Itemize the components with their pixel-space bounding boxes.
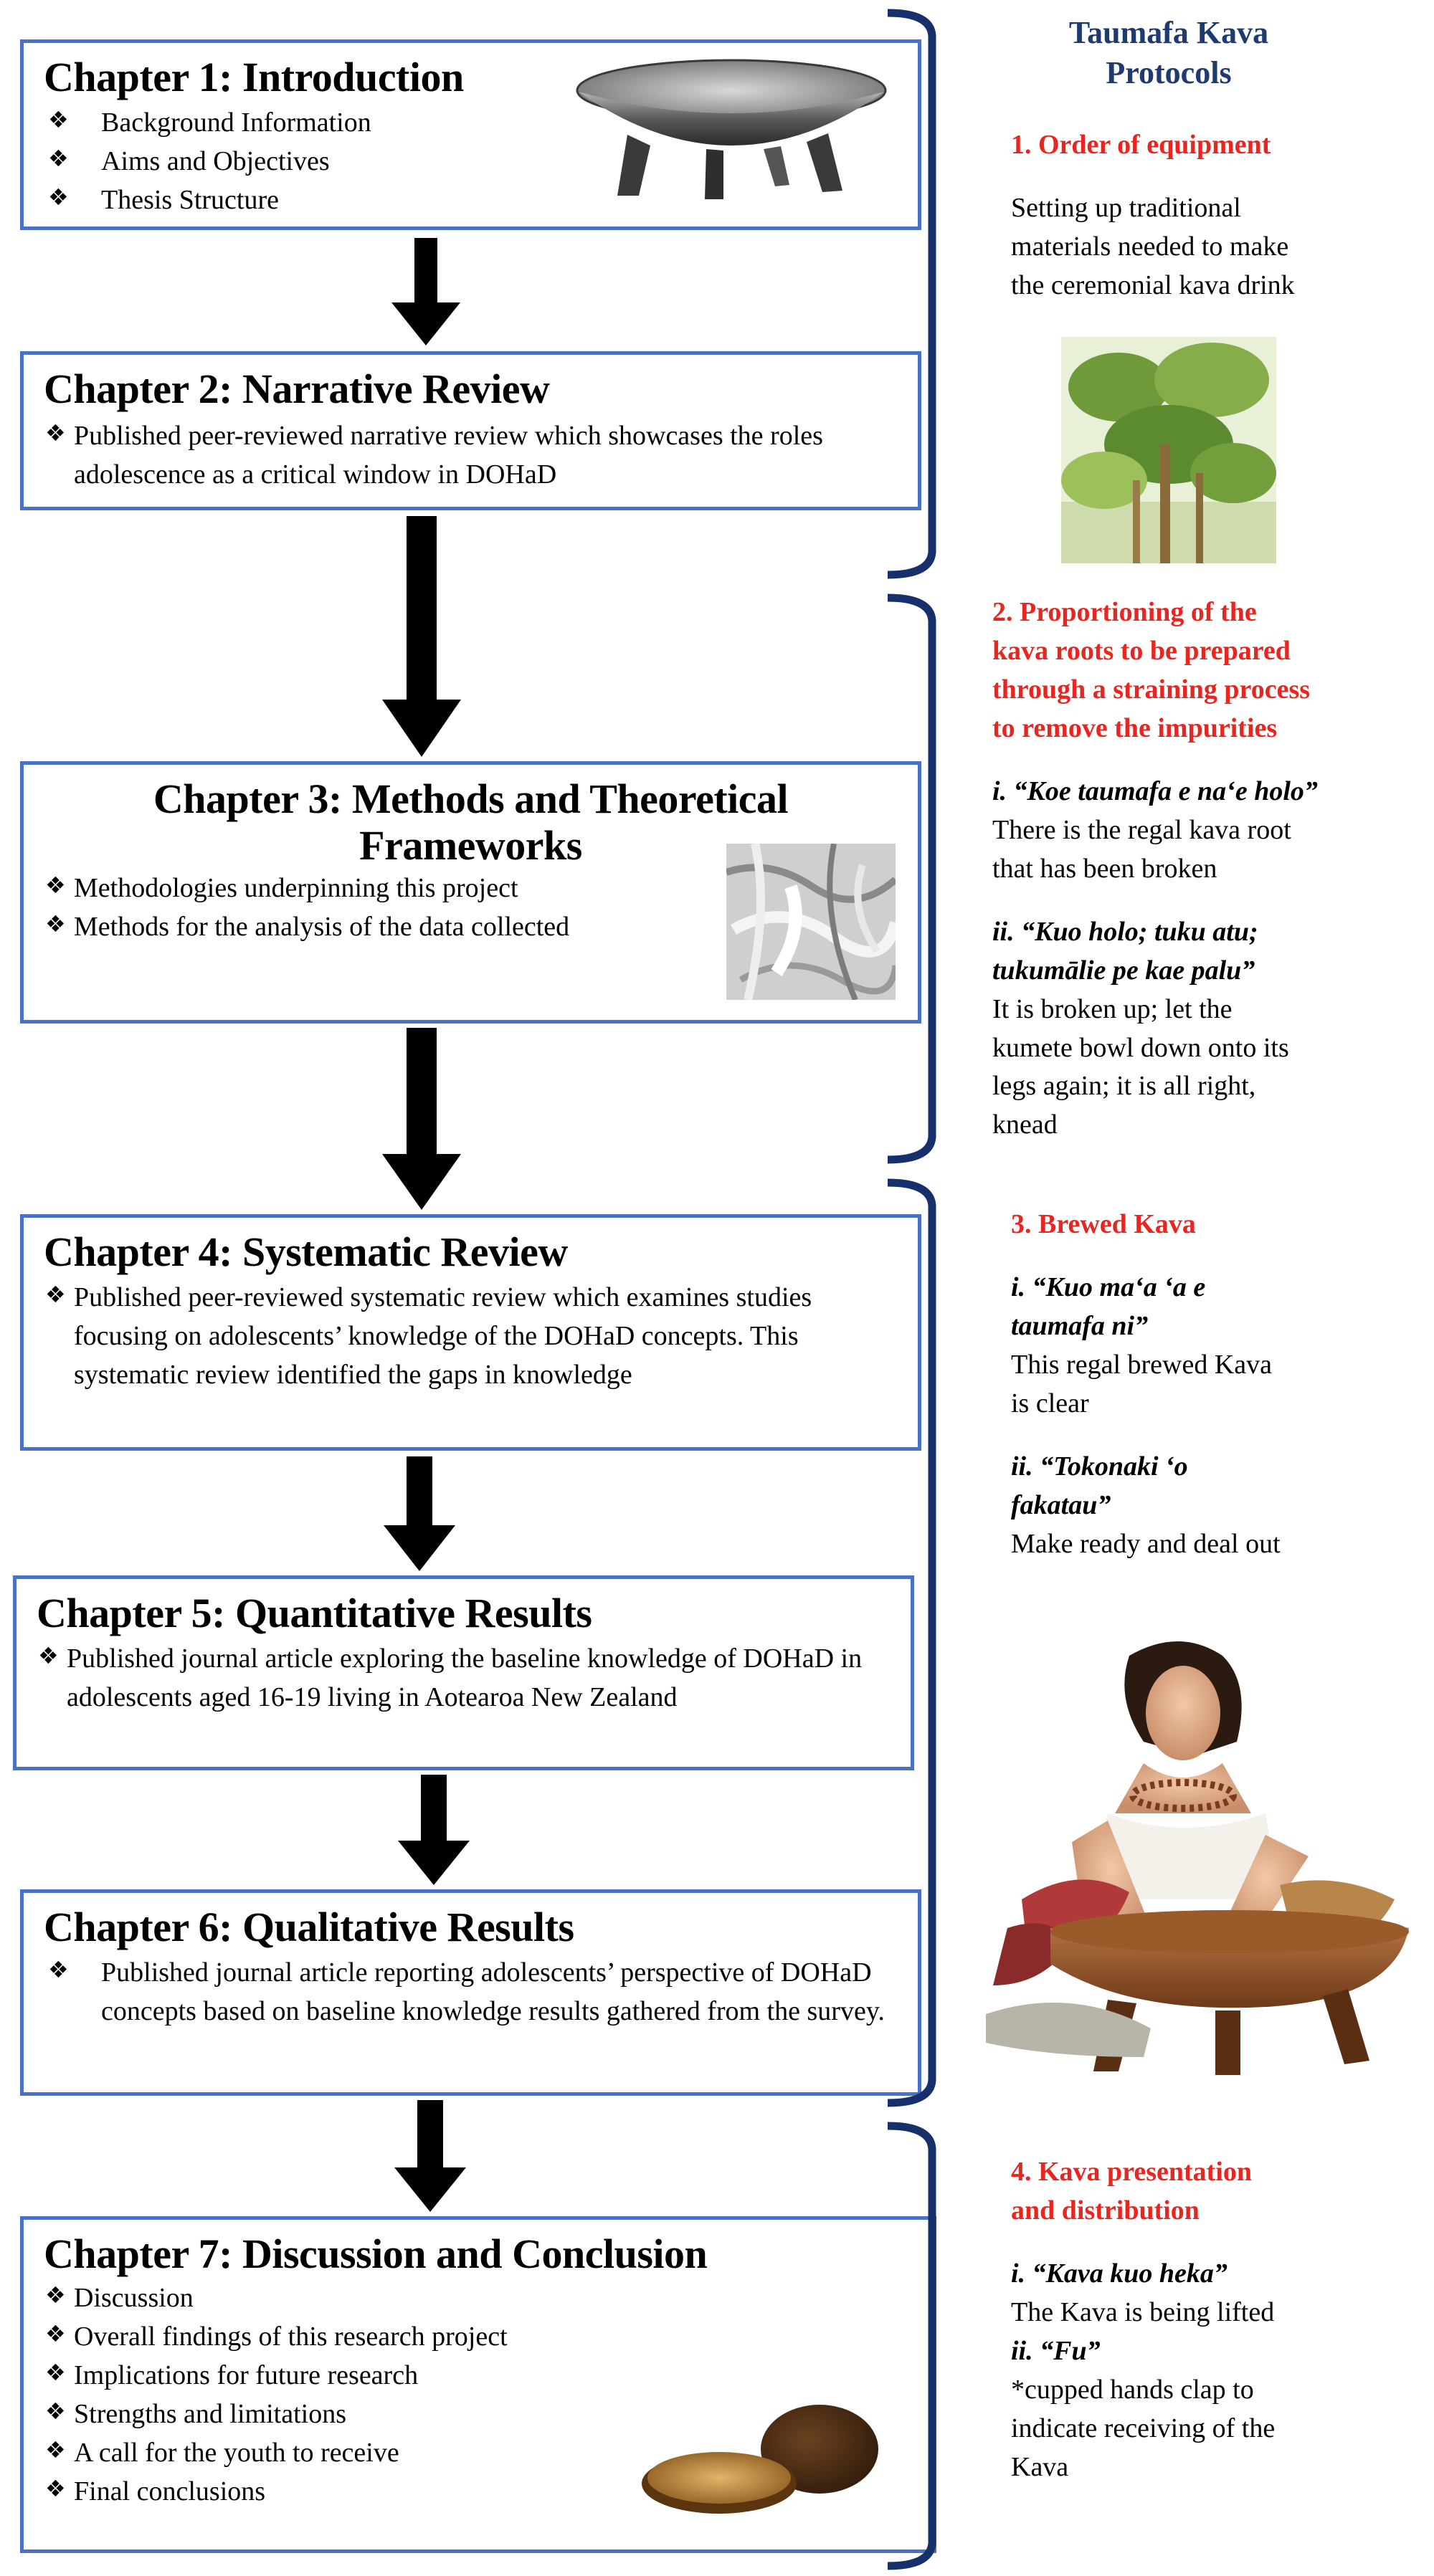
diamond-bullet-icon: ❖ [45,2474,66,2502]
bracket-step-4 [888,2122,936,2570]
chapter-5-bullets: ❖Published journal article exploring the… [37,1640,891,1717]
down-arrow-icon [384,1456,455,1571]
list-item: ❖Strengths and limitations [44,2395,913,2434]
list-item: ❖Final conclusions [44,2473,913,2511]
chapter-5-box: Chapter 5: Quantitative Results ❖Publish… [13,1575,914,1770]
kava-bowl-image [576,59,887,199]
down-arrow-icon [398,1775,470,1885]
list-item: ❖A call for the youth to receive [44,2434,913,2473]
chapter-2-title: Chapter 2: Narrative Review [44,366,550,412]
diamond-bullet-icon: ❖ [45,2319,66,2347]
chapter-4-bullets: ❖Published peer-reviewed systematic revi… [44,1279,898,1395]
chapter-3-bullets: ❖Methodologies underpinning this project… [44,869,898,947]
coconut-cups-image [642,2405,878,2514]
down-arrow-icon [382,1028,461,1210]
list-item: ❖Background Information [44,104,898,143]
chapter-2-box: Chapter 2: Narrative Review ❖Published p… [20,351,921,510]
bracket-step-1 [888,9,936,579]
list-item: ❖Implications for future research [44,2357,913,2395]
protocols-heading: Taumafa Kava Protocols [1068,15,1269,91]
list-item: ❖Published journal article reporting ado… [44,1954,898,2031]
chapter-3-box: Chapter 3: Methods and Theoretical Frame… [20,761,921,1024]
chapter-7-title: Chapter 7: Discussion and Conclusion [44,2231,708,2277]
chapter-2-bullets: ❖Published peer-reviewed narrative revie… [44,417,898,495]
down-arrow-icon [382,516,461,757]
diamond-bullet-icon: ❖ [48,105,69,133]
protocol-step-4: 4. Kava presentation and distribution i.… [1011,2157,1276,2482]
diamond-bullet-icon: ❖ [45,910,66,938]
chapter-5-title: Chapter 5: Quantitative Results [37,1590,592,1636]
down-arrow-icon [391,238,460,345]
bracket-step-3 [888,1178,936,2107]
list-item: ❖Published journal article exploring the… [37,1640,891,1717]
list-item: ❖Discussion [44,2279,913,2318]
diamond-bullet-icon: ❖ [45,1280,66,1308]
protocol-step-2: 2. Proportioning of the kava roots to be… [992,597,1318,1140]
chapter-6-box: Chapter 6: Qualitative Results ❖Publishe… [20,1889,921,2096]
list-item: ❖Thesis Structure [44,181,898,220]
diamond-bullet-icon: ❖ [45,2397,66,2425]
bracket-step-2 [888,593,936,1164]
diamond-bullet-icon: ❖ [45,2358,66,2386]
list-item: ❖Methods for the analysis of the data co… [44,908,898,947]
list-item: ❖Published peer-reviewed narrative revie… [44,417,898,495]
protocol-step-3: 3. Brewed Kava i. “Kuo ma‘a ‘a e taumafa… [1011,1209,1281,1559]
diamond-bullet-icon: ❖ [45,871,66,899]
diamond-bullet-icon: ❖ [38,1641,59,1669]
chapter-4-box: Chapter 4: Systematic Review ❖Published … [20,1214,921,1451]
chapter-6-title: Chapter 6: Qualitative Results [44,1904,574,1950]
list-item: ❖Published peer-reviewed systematic revi… [44,1279,898,1395]
chapter-7-box: Chapter 7: Discussion and Conclusion ❖Di… [20,2216,936,2553]
step-1-title: 1. Order of equipment [1011,130,1271,160]
kava-plant-image [1061,337,1276,563]
kava-ceremony-image [986,1641,1409,2075]
chapter-1-title: Chapter 1: Introduction [44,54,464,100]
chapter-6-bullets: ❖Published journal article reporting ado… [44,1954,898,2031]
chapter-3-title: Chapter 3: Methods and Theoretical Frame… [153,776,789,869]
diamond-bullet-icon: ❖ [48,144,69,172]
diamond-bullet-icon: ❖ [48,183,69,211]
kava-root-image [726,844,896,1000]
diamond-bullet-icon: ❖ [48,1955,69,1983]
list-item: ❖Overall findings of this research proje… [44,2318,913,2357]
chapter-7-bullets: ❖Discussion ❖Overall findings of this re… [44,2279,913,2511]
diamond-bullet-icon: ❖ [45,2281,66,2309]
diamond-bullet-icon: ❖ [45,419,66,447]
list-item: ❖Aims and Objectives [44,143,898,181]
chapter-1-bullets: ❖Background Information ❖Aims and Object… [44,104,898,220]
chapter-1-box: Chapter 1: Introduction ❖Background Info… [20,39,921,230]
chapter-4-title: Chapter 4: Systematic Review [44,1229,568,1275]
down-arrow-icon [394,2100,466,2212]
diamond-bullet-icon: ❖ [45,2436,66,2463]
list-item: ❖Methodologies underpinning this project [44,869,898,908]
protocol-step-1: 1. Order of equipment Setting up traditi… [1011,126,1412,305]
